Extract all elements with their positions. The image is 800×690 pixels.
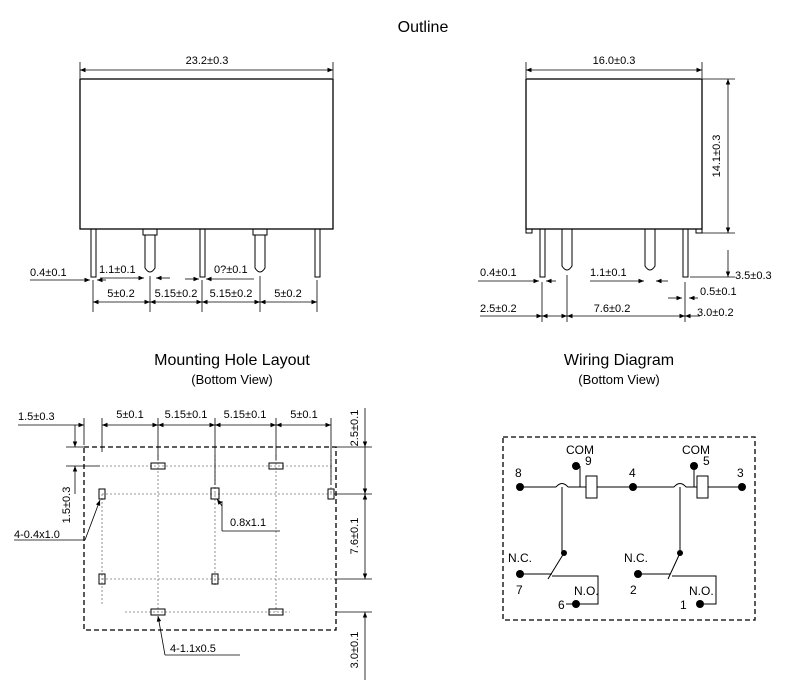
mount-row-spacing-label: 7.6±0.1: [349, 518, 361, 555]
terminal-7: [516, 570, 524, 578]
pin-hole: [210, 487, 220, 500]
no-right-pin: 1: [680, 598, 687, 612]
side-pin-length-label: 3.5±0.3: [735, 270, 772, 282]
nc-left-pin: 7: [516, 583, 523, 597]
pin-3-label: 3: [737, 466, 744, 480]
terminal-9: [572, 462, 580, 470]
nc-left-label: N.C.: [508, 551, 532, 565]
wiring-diagram: COM 9 COM 5 8 4 3 N.C. 7 N.O. 6 N.C. 2 N…: [502, 436, 756, 621]
no-left-label: N.O.: [574, 584, 599, 598]
round-hole: [211, 573, 219, 585]
side-standoff-label: 0.5±0.1: [700, 286, 737, 298]
mount-pin-hole-label: 0.8x1.1: [230, 517, 266, 529]
side-row-spacing-label: 7.6±0.2: [594, 303, 631, 315]
mounting-title: Mounting Hole Layout: [154, 352, 310, 369]
com-right-label: COM: [682, 443, 710, 457]
front-pin-width-label: 1.1±0.1: [99, 264, 136, 276]
mounting-subtitle: (Bottom View): [191, 372, 272, 387]
mount-spacing-1: 5±0.1: [116, 409, 143, 421]
contact-pivot-left: [561, 550, 567, 556]
outline-title: Outline: [398, 19, 449, 36]
front-pin-thickness-label: 0.4±0.1: [30, 267, 67, 279]
terminal-8: [516, 483, 524, 491]
pin-4-label: 4: [629, 466, 636, 480]
mount-vertical-offset-label: 1.5±0.3: [61, 487, 73, 524]
relay-body-front: [79, 78, 334, 230]
mount-bottom-edge-label: 3.0±0.1: [349, 632, 361, 669]
terminal-1: [696, 600, 704, 608]
slot-hole: [268, 608, 284, 616]
com-left-pin: 9: [585, 454, 592, 468]
front-width-label: 23.2±0.3: [186, 55, 229, 67]
terminal-3: [738, 483, 746, 491]
side-pin-thickness-label: 0.4±0.1: [480, 267, 517, 279]
outline-side-view: 16.0±0.3 14.1±0.3 3.5±0.3 0.4±0.1 1.1±0.…: [478, 55, 772, 322]
wiring-outline: [502, 436, 756, 621]
switch-arm-right: [667, 552, 681, 580]
wiring-title: Wiring Diagram: [564, 352, 674, 369]
side-width-label: 16.0±0.3: [593, 55, 636, 67]
contact-pivot-right: [677, 550, 683, 556]
nc-right-pin: 2: [630, 583, 637, 597]
side-pin-width-label: 1.1±0.1: [590, 267, 627, 279]
front-gap-label: 0?±0.1: [214, 264, 248, 276]
no-left-pin: 6: [558, 598, 565, 612]
slot-hole: [150, 462, 166, 470]
wiring-subtitle: (Bottom View): [578, 372, 659, 387]
side-edge-left-label: 2.5±0.2: [480, 303, 517, 315]
round-hole: [98, 488, 106, 500]
no-right-label: N.O.: [689, 584, 714, 598]
outline-front-view: 23.2±0.3 0.4±0.1 1.1±0.1 0?±0.1 5±0.2 5.…: [30, 55, 334, 312]
mounting-outline: [83, 446, 337, 631]
terminal-2: [634, 570, 642, 578]
mount-slot-holes-label: 4-1.1x0.5: [170, 643, 216, 655]
side-height-label: 14.1±0.3: [711, 135, 723, 178]
mount-spacing-4: 5±0.1: [290, 409, 317, 421]
coil-right: [696, 475, 709, 499]
front-spacing-2: 5.15±0.2: [155, 288, 198, 300]
front-spacing-3: 5.15±0.2: [210, 288, 253, 300]
mount-spacing-3: 5.15±0.1: [224, 409, 267, 421]
relay-body-side: [525, 78, 703, 230]
nc-right-label: N.C.: [624, 551, 648, 565]
front-spacing-1: 5±0.2: [107, 288, 134, 300]
front-spacing-4: 5±0.2: [274, 288, 301, 300]
com-left-label: COM: [566, 443, 594, 457]
coil-left: [585, 475, 598, 499]
terminal-4: [629, 483, 637, 491]
mount-left-offset-label: 1.5±0.3: [18, 411, 55, 423]
com-right-pin: 5: [703, 454, 710, 468]
terminal-6: [572, 600, 580, 608]
pin-8-label: 8: [515, 466, 522, 480]
slot-hole: [268, 462, 284, 470]
mount-spacing-2: 5.15±0.1: [165, 409, 208, 421]
round-hole: [98, 573, 106, 585]
switch-arm-left: [547, 552, 565, 580]
mount-top-edge-label: 2.5±0.1: [349, 410, 361, 447]
side-edge-right-label: 3.0±0.2: [697, 307, 734, 319]
mount-round-holes-label: 4-0.4x1.0: [14, 529, 60, 541]
side-pins: [539, 228, 689, 278]
terminal-5: [690, 462, 698, 470]
mounting-hole-layout: 5±0.1 5.15±0.1 5.15±0.1 5±0.1 1.5±0.3 1.…: [14, 408, 372, 680]
slot-hole: [150, 608, 166, 616]
front-pins: [90, 228, 321, 278]
